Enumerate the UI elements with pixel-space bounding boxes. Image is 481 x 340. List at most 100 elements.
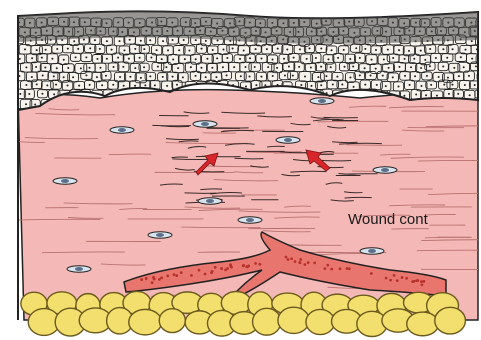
fibroblast-nucleus — [368, 249, 376, 253]
cell-nucleus — [355, 47, 357, 49]
cell-nucleus — [410, 66, 412, 68]
cell-nucleus — [44, 67, 46, 69]
cell-nucleus — [404, 75, 406, 77]
cell-nucleus — [371, 93, 373, 95]
blood-cell — [299, 258, 302, 261]
cell-nucleus — [306, 58, 308, 60]
cell-nucleus — [317, 76, 319, 78]
cell-nucleus — [85, 74, 87, 76]
cell-nucleus — [448, 93, 450, 95]
blood-cell — [198, 269, 201, 272]
cell-nucleus — [128, 58, 130, 60]
wound-fiber — [345, 197, 372, 198]
cell-nucleus — [420, 50, 422, 52]
blood-cell — [230, 266, 233, 269]
blood-cell — [204, 273, 207, 276]
cell-nucleus — [403, 95, 405, 97]
cell-nucleus — [361, 93, 363, 95]
cell-nucleus — [404, 58, 406, 60]
cell-nucleus — [140, 77, 142, 79]
fibroblast-nucleus — [201, 122, 209, 126]
cell-nucleus — [19, 93, 21, 95]
cell-nucleus — [122, 66, 124, 68]
cell-nucleus — [475, 65, 477, 67]
blood-cell — [180, 271, 183, 274]
cell-nucleus — [453, 67, 455, 69]
cell-nucleus — [117, 57, 119, 59]
cell-nucleus — [471, 58, 473, 60]
cell-nucleus — [139, 57, 141, 59]
cell-nucleus — [35, 66, 37, 68]
cell-nucleus — [435, 57, 437, 59]
cell-nucleus — [264, 84, 266, 86]
fibroblast-nucleus — [118, 128, 126, 132]
cell-nucleus — [83, 39, 85, 41]
cell-nucleus — [75, 56, 77, 58]
cell-nucleus — [53, 93, 55, 95]
fibroblast-nucleus — [246, 218, 254, 222]
cell-nucleus — [56, 48, 58, 50]
cell-nucleus — [211, 67, 213, 69]
cell-nucleus — [205, 76, 207, 78]
blood-cell — [290, 257, 293, 260]
cell-nucleus — [183, 39, 185, 41]
cell-nucleus — [308, 47, 310, 49]
blood-cell — [348, 267, 351, 270]
cell-nucleus — [336, 76, 338, 78]
cell-nucleus — [315, 57, 317, 59]
wound-fiber — [234, 158, 263, 159]
cell-nucleus — [172, 76, 174, 78]
blood-cell — [242, 264, 245, 267]
fibroblast — [238, 217, 262, 223]
cell-nucleus — [300, 84, 302, 86]
cell-nucleus — [327, 58, 329, 60]
blood-cell — [254, 262, 257, 265]
cell-nucleus — [349, 77, 351, 79]
cell-nucleus — [429, 65, 431, 67]
cell-nucleus — [277, 84, 279, 86]
cell-nucleus — [457, 93, 459, 95]
cell-nucleus — [375, 68, 377, 70]
cell-nucleus — [413, 58, 415, 60]
fat-cell — [253, 308, 281, 335]
cell-nucleus — [111, 49, 113, 51]
cell-nucleus — [349, 58, 351, 60]
cell-nucleus — [430, 84, 432, 86]
cell-nucleus — [85, 56, 87, 58]
cell-nucleus — [245, 85, 247, 87]
cell-nucleus — [56, 67, 58, 69]
cell-nucleus — [304, 76, 306, 78]
cell-nucleus — [143, 48, 145, 50]
cell-nucleus — [78, 85, 80, 87]
cell-nucleus — [398, 49, 400, 51]
cell-nucleus — [77, 48, 79, 50]
cell-nucleus — [442, 48, 444, 50]
cell-nucleus — [36, 83, 38, 85]
cell-nucleus — [398, 85, 400, 87]
cell-nucleus — [408, 50, 410, 52]
fibroblast-nucleus — [156, 233, 164, 237]
blood-cell — [389, 279, 392, 282]
cell-nucleus — [249, 75, 251, 77]
cell-nucleus — [243, 49, 245, 51]
cell-nucleus — [232, 48, 234, 50]
fibroblast-nucleus — [61, 179, 69, 183]
cell-nucleus — [80, 67, 82, 69]
cell-nucleus — [226, 57, 228, 59]
cell-nucleus — [105, 75, 107, 77]
cell-nucleus — [244, 66, 246, 68]
cell-nucleus — [101, 84, 103, 86]
cell-nucleus — [89, 47, 91, 49]
blood-cell — [224, 268, 227, 271]
blood-cell — [166, 274, 169, 277]
fibroblast — [148, 232, 172, 238]
cell-nucleus — [113, 66, 115, 68]
cell-nucleus — [464, 84, 466, 86]
cell-nucleus — [34, 103, 36, 105]
blood-cell — [152, 276, 155, 279]
blood-cell — [158, 278, 161, 281]
cell-nucleus — [154, 84, 156, 86]
cell-nucleus — [134, 48, 136, 50]
cell-nucleus — [465, 49, 467, 51]
fibroblast — [110, 127, 134, 133]
